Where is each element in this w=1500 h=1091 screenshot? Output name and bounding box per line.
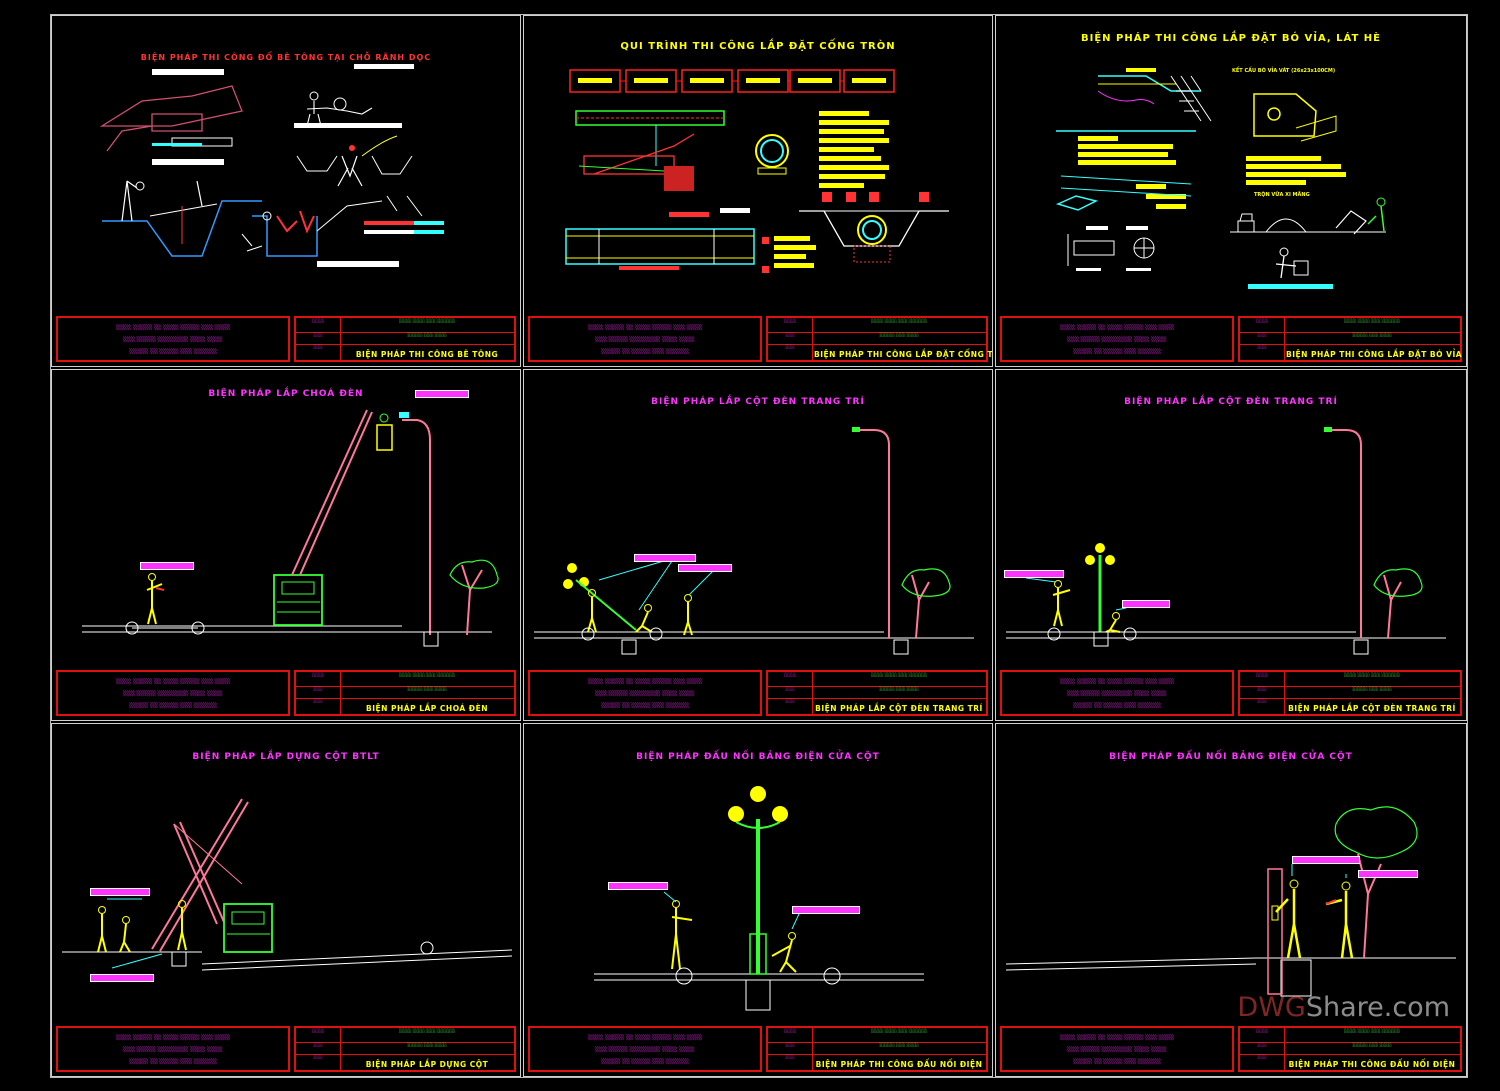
concrete-pole-drawing: [62, 798, 513, 971]
panel-title: BIỆN PHÁP THI CÔNG LẮP ĐẶT BÓ VỈA, LÁT H…: [1080, 33, 1381, 44]
panel-title: QUI TRÌNH THI CÔNG LẮP ĐẶT CỐNG TRÒN: [620, 41, 896, 52]
title-block-info: ░░░░░░░░ ░░░░ ░░░ ░░░░░░ ░░░░░░░░ ░░░ ░░…: [766, 316, 992, 362]
callout-bar: [90, 888, 150, 896]
title-block: ░░░░ ░░░░░ ░░ ░░░░ ░░░░░ ░░░ ░░░░░░░ ░░░…: [528, 316, 992, 362]
title-block-info: ░░░░░░░░ ░░░░ ░░░ ░░░░░░ ░░░░░░░░ ░░░ ░░…: [294, 316, 516, 362]
decor-pole-drawing: [1006, 427, 1446, 655]
watermark: DWGShare.com: [1237, 992, 1450, 1023]
watermark-dwg: DWG: [1237, 992, 1306, 1023]
panel-title: BIỆN PHÁP ĐẤU NỐI BẢNG ĐIỆN CỬA CỘT: [636, 752, 880, 762]
watermark-share: Share.com: [1305, 992, 1450, 1023]
mixer-caption: TRỘN VỮA XI MĂNG: [1254, 192, 1310, 198]
drawing-name: BIỆN PHÁP LẮP DỰNG CỘT: [365, 1060, 489, 1069]
callout-bar: [1292, 856, 1360, 864]
panel-decor-pole-2: BIỆN PHÁP LẮP CỘT ĐÈN TRANG TRÍ ░░░░ ░░░…: [995, 369, 1467, 721]
title-block: ░░░░ ░░░░░ ░░ ░░░░ ░░░░░ ░░░ ░░░░░░░ ░░░…: [528, 1026, 988, 1072]
drawing-name: BIỆN PHÁP THI CÔNG LẮP ĐẶT BÓ VỈA: [1286, 350, 1463, 359]
electrical-box-drawing: [594, 786, 924, 1011]
concrete-ditch-drawing: [99, 64, 444, 267]
panel-round-culvert: QUI TRÌNH THI CÔNG LẮP ĐẶT CỐNG TRÒN: [523, 15, 993, 367]
title-block: ░░░░ ░░░░░ ░░ ░░░░ ░░░░░ ░░░ ░░░░░░░ ░░░…: [528, 670, 988, 716]
decor-pole-drawing: [534, 427, 974, 655]
title-block-company: ░░░░ ░░░░░ ░░ ░░░░ ░░░░░ ░░░ ░░░░░░░ ░░░…: [1000, 670, 1234, 716]
title-block: ░░░░ ░░░░░ ░░ ░░░░ ░░░░░ ░░░ ░░░░░░░ ░░░…: [1000, 1026, 1462, 1072]
title-block-company: ░░░░ ░░░░░ ░░ ░░░░ ░░░░░ ░░░ ░░░░░░░ ░░░…: [528, 670, 762, 716]
panel-title: BIỆN PHÁP THI CÔNG ĐỔ BÊ TÔNG TẠI CHỖ RÃ…: [140, 53, 432, 62]
callout-bar: [415, 390, 469, 398]
callout-bar: [678, 564, 732, 572]
panel-lamp-head: BIỆN PHÁP LẮP CHOÁ ĐÈN ░░░░ ░░░░░ ░░ ░░░…: [51, 369, 521, 721]
curb-subtitle: KẾT CẤU BÓ VỈA VÁT (26x23x100CM): [1232, 68, 1336, 74]
title-block-info: ░░░░░░░░ ░░░░ ░░░ ░░░░░░ ░░░░░░░░ ░░░ ░░…: [766, 1026, 988, 1072]
title-block: ░░░░ ░░░░░ ░░ ░░░░ ░░░░░ ░░░ ░░░░░░░ ░░░…: [56, 670, 516, 716]
callout-bar: [90, 974, 154, 982]
title-block-info: ░░░░░░░░ ░░░░ ░░░ ░░░░░░ ░░░░░░░░ ░░░ ░░…: [294, 1026, 516, 1072]
panel-title: BIỆN PHÁP LẮP CỘT ĐÈN TRANG TRÍ: [651, 397, 865, 407]
title-block-company: ░░░░ ░░░░░ ░░ ░░░░ ░░░░░ ░░░ ░░░░░░░ ░░░…: [56, 1026, 290, 1072]
drawing-name: BIỆN PHÁP LẮP CỘT ĐÈN TRANG TRÍ: [815, 704, 983, 713]
title-block-company: ░░░░ ░░░░░ ░░ ░░░░ ░░░░░ ░░░ ░░░░░░░ ░░░…: [56, 670, 290, 716]
drawing-name: BIỆN PHÁP THI CÔNG LẮP ĐẶT CỐNG TRÒN: [814, 350, 992, 359]
drawing-sheet: [50, 14, 1468, 1078]
callout-bar: [792, 906, 860, 914]
title-block: ░░░░ ░░░░░ ░░ ░░░░ ░░░░░ ░░░ ░░░░░░░ ░░░…: [1000, 670, 1462, 716]
drawing-name: BIỆN PHÁP THI CÔNG BÊ TÔNG: [355, 350, 499, 359]
title-block: ░░░░ ░░░░░ ░░ ░░░░ ░░░░░ ░░░ ░░░░░░░ ░░░…: [56, 316, 516, 362]
round-culvert-drawing: [565, 69, 949, 273]
callout-bar: [140, 562, 194, 570]
drawing-name: BIỆN PHÁP THI CÔNG ĐẤU NỐI ĐIỆN: [815, 1060, 983, 1069]
title-block-info: ░░░░░░░░ ░░░░ ░░░ ░░░░░░ ░░░░░░░░ ░░░ ░░…: [766, 670, 988, 716]
callout-bar: [634, 554, 696, 562]
panel-title: BIỆN PHÁP LẮP DỰNG CỘT BTLT: [192, 752, 380, 762]
panel-concrete-pole: BIỆN PHÁP LẮP DỰNG CỘT BTLT ░░░░ ░░░░░ ░…: [51, 723, 521, 1077]
title-block-company: ░░░░ ░░░░░ ░░ ░░░░ ░░░░░ ░░░ ░░░░░░░ ░░░…: [56, 316, 290, 362]
title-block-company: ░░░░ ░░░░░ ░░ ░░░░ ░░░░░ ░░░ ░░░░░░░ ░░░…: [1000, 316, 1234, 362]
title-block-info: ░░░░░░░░ ░░░░ ░░░ ░░░░░░ ░░░░░░░░ ░░░ ░░…: [294, 670, 516, 716]
panel-title: BIỆN PHÁP ĐẤU NỐI BẢNG ĐIỆN CỬA CỘT: [1109, 752, 1353, 762]
drawing-name: BIỆN PHÁP THI CÔNG ĐẤU NỐI ĐIỆN: [1288, 1060, 1456, 1069]
panel-electrical-box-2: BIỆN PHÁP ĐẤU NỐI BẢNG ĐIỆN CỬA CỘT ░░░░…: [995, 723, 1467, 1077]
title-block-company: ░░░░ ░░░░░ ░░ ░░░░ ░░░░░ ░░░ ░░░░░░░ ░░░…: [528, 316, 762, 362]
electrical-box-drawing: [1005, 806, 1456, 997]
lamp-head-drawing: [82, 409, 499, 647]
title-block-info: ░░░░░░░░ ░░░░ ░░░ ░░░░░░ ░░░░░░░░ ░░░ ░░…: [1238, 316, 1462, 362]
drawing-name: BIỆN PHÁP LẮP CỘT ĐÈN TRANG TRÍ: [1288, 704, 1456, 713]
title-block-info: ░░░░░░░░ ░░░░ ░░░ ░░░░░░ ░░░░░░░░ ░░░ ░░…: [1238, 670, 1462, 716]
panel-curb-paving: BIỆN PHÁP THI CÔNG LẮP ĐẶT BÓ VỈA, LÁT H…: [995, 15, 1467, 367]
callout-bar: [1004, 570, 1064, 578]
title-block-company: ░░░░ ░░░░░ ░░ ░░░░ ░░░░░ ░░░ ░░░░░░░ ░░░…: [1000, 1026, 1234, 1072]
title-block: ░░░░ ░░░░░ ░░ ░░░░ ░░░░░ ░░░ ░░░░░░░ ░░░…: [56, 1026, 516, 1072]
curb-paving-drawing: [1055, 68, 1386, 289]
step-boxes: [569, 69, 895, 93]
drawing-name: BIỆN PHÁP LẮP CHOÁ ĐÈN: [366, 704, 488, 713]
title-block-company: ░░░░ ░░░░░ ░░ ░░░░ ░░░░░ ░░░ ░░░░░░░ ░░░…: [528, 1026, 762, 1072]
callout-bar: [1122, 600, 1170, 608]
panel-decor-pole-1: BIỆN PHÁP LẮP CỘT ĐÈN TRANG TRÍ ░░░░ ░░░…: [523, 369, 993, 721]
panel-title: BIỆN PHÁP LẮP CỘT ĐÈN TRANG TRÍ: [1124, 397, 1338, 407]
callout-bar: [608, 882, 668, 890]
panel-title: BIỆN PHÁP LẮP CHOÁ ĐÈN: [208, 389, 364, 399]
callout-bar: [1358, 870, 1418, 878]
title-block: ░░░░ ░░░░░ ░░ ░░░░ ░░░░░ ░░░ ░░░░░░░ ░░░…: [1000, 316, 1462, 362]
panel-electrical-box-1: BIỆN PHÁP ĐẤU NỐI BẢNG ĐIỆN CỬA CỘT ░░░░…: [523, 723, 993, 1077]
panel-concrete-ditch: BIỆN PHÁP THI CÔNG ĐỔ BÊ TÔNG TẠI CHỖ RÃ…: [51, 15, 521, 367]
title-block-info: ░░░░░░░░ ░░░░ ░░░ ░░░░░░ ░░░░░░░░ ░░░ ░░…: [1238, 1026, 1462, 1072]
